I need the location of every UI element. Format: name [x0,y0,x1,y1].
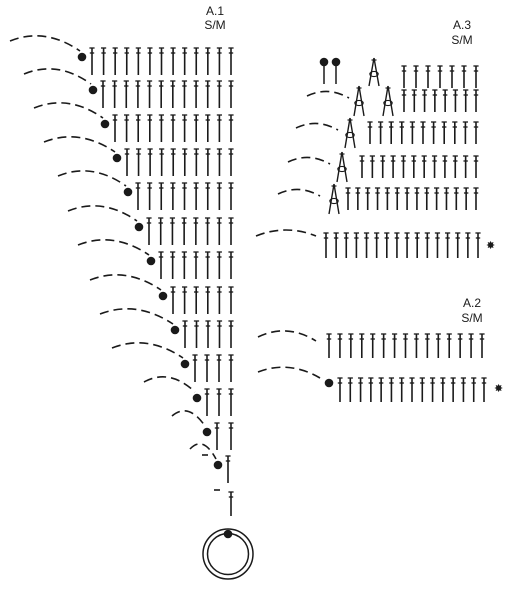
cluster-oval [345,131,355,139]
slip-stitch-dot [123,187,133,197]
a3-row [255,229,481,258]
cluster-oval [383,99,393,107]
a2-row [257,330,485,358]
chain-loop-arc [77,239,150,256]
chart-a3-title: A.3 [452,18,471,32]
chart-a1-title: A.1 [205,4,224,18]
chain-loop-arc [171,410,206,427]
slip-stitch-dot [77,52,87,62]
cluster-oval [369,70,379,78]
a1-row [99,308,234,348]
chain-loop-arc [33,102,104,119]
a1-row [143,376,234,416]
a1-row [171,410,234,450]
chain-loop-arc [9,35,81,52]
chain-loop-arc [295,122,339,131]
chain-loop-arc [99,308,174,325]
chain-loop-arc [57,170,127,187]
chart-a2 [257,330,487,402]
chain-loop-arc [143,376,196,393]
chain-loop-arc [67,205,138,222]
a1-row [43,136,234,176]
slip-stitch-dot [112,153,122,163]
slip-stitch-dot [192,393,202,403]
slip-stitch-dot [100,119,110,129]
magic-ring-inner [206,532,250,576]
a3-row [295,117,479,149]
a1-row [57,170,234,210]
slip-stitch-dot [180,359,190,369]
star-marker-a3: ✸ [486,239,496,252]
slip-stitch-dot [319,57,329,67]
a1-row [67,205,234,245]
slip-stitch-dot [213,460,223,470]
cluster-oval [329,197,339,205]
slip-stitch-dot [158,291,168,301]
a1-row [23,68,234,108]
slip-stitch-dot [88,85,98,95]
a2-row [257,366,487,402]
slip-stitch-dot [134,222,144,232]
chain-loop-arc [277,188,321,197]
chain-loop-arc [111,342,184,359]
a3-row [319,57,479,88]
a1-row [77,239,234,279]
a1-row [89,274,234,314]
slip-stitch-dot [170,325,180,335]
a3-row [306,85,479,117]
chain-loop-arc [257,366,321,379]
chain-loop-arc [255,229,317,237]
chain-loop-arc [43,136,116,153]
slip-stitch-dot [223,529,233,539]
chart-a2-title: A.2 [462,296,481,310]
a3-row [277,183,479,215]
chain-loop-arc [89,274,162,291]
cluster-oval [337,165,347,173]
star-marker-a2: ✸ [494,382,504,395]
chain-loop-arc [189,443,217,460]
slip-stitch-dot [331,57,341,67]
slip-stitch-dot [202,427,212,437]
magic-ring-outer [202,528,254,580]
chart-a3 [255,57,481,258]
chart-a2-size: S/M [461,311,483,325]
a1-row [9,35,234,75]
chart-a1-size: S/M [204,18,226,32]
cluster-oval [354,99,364,107]
chain-loop-arc [287,156,331,165]
a1-row [111,342,234,382]
chain-loop-arc [23,68,92,85]
chart-a1 [9,35,254,580]
slip-stitch-dot [146,256,156,266]
slip-stitch-dot [324,378,334,388]
a3-row [287,151,479,183]
a1-row [189,443,231,483]
a1-row [33,102,234,142]
chain-loop-arc [257,330,317,342]
chain-loop-arc [306,90,350,99]
chart-a3-size: S/M [451,33,473,47]
